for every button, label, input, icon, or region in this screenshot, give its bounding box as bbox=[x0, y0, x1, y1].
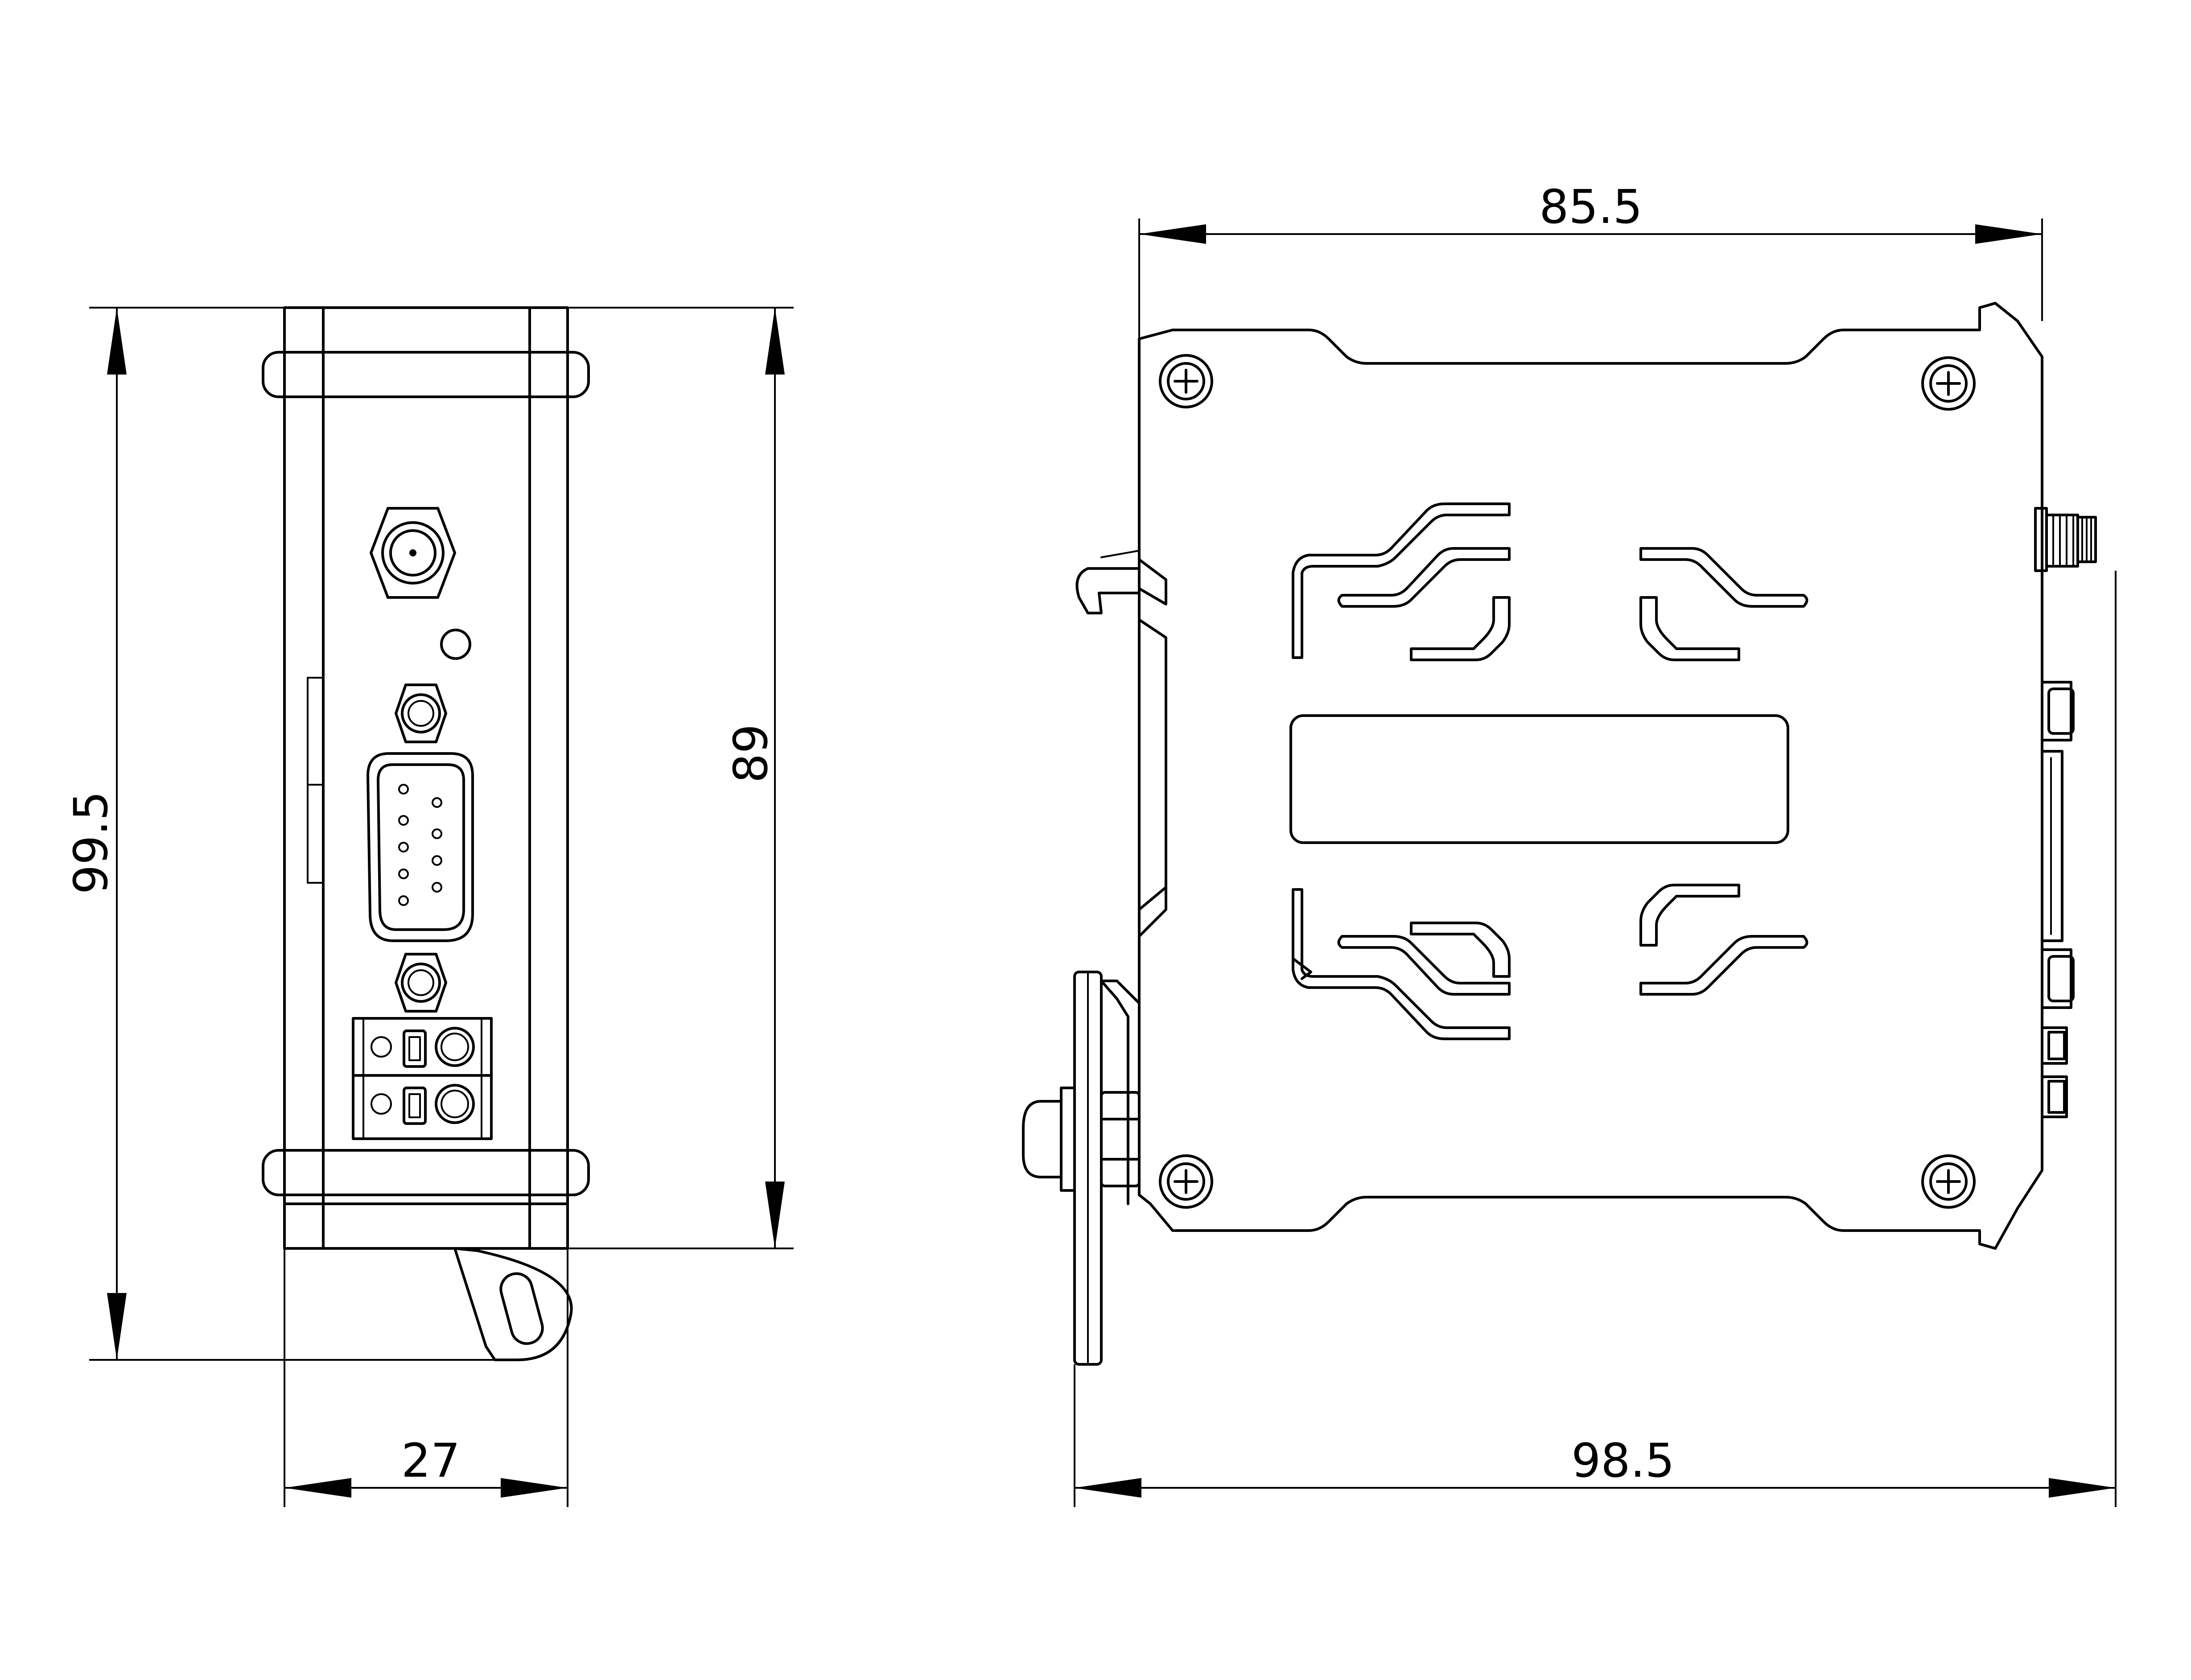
dimension-front-height-total: 99.5 bbox=[64, 307, 495, 1361]
side-antenna-connector-icon bbox=[2034, 507, 2097, 572]
mounting-bolt-icon bbox=[1022, 1087, 1141, 1192]
front-view bbox=[262, 306, 590, 1361]
side-standoff-bottom-icon bbox=[2041, 948, 2075, 1009]
dimension-label-99-5: 99.5 bbox=[64, 791, 118, 894]
side-view bbox=[1022, 302, 2097, 1366]
din-clip-icon bbox=[453, 1247, 573, 1361]
dimension-side-body-width: 85.5 bbox=[1138, 180, 2043, 357]
screw-top-left-icon bbox=[1159, 354, 1213, 408]
status-led-icon bbox=[440, 629, 471, 660]
dimension-label-27: 27 bbox=[401, 1433, 460, 1488]
side-terminal-icon bbox=[2041, 1026, 2068, 1118]
antenna-connector-icon bbox=[370, 507, 456, 599]
side-standoff-top-icon bbox=[2041, 681, 2075, 741]
screw-top-right-icon bbox=[1921, 356, 1976, 411]
din-rail-hook bbox=[1075, 549, 1167, 955]
side-plate-outline bbox=[1138, 302, 2043, 1250]
screw-bottom-left-icon bbox=[1159, 1154, 1213, 1209]
dimension-side-total-width: 98.5 bbox=[1074, 571, 2117, 1507]
dimension-label-98-5: 98.5 bbox=[1571, 1433, 1675, 1488]
dimension-label-85-5: 85.5 bbox=[1539, 180, 1643, 234]
din-bracket bbox=[1073, 971, 1141, 1366]
screw-bottom-right-icon bbox=[1921, 1154, 1976, 1209]
standoff-bottom-icon bbox=[395, 953, 447, 1013]
front-housing bbox=[262, 306, 590, 1250]
power-terminal-icon bbox=[352, 1017, 493, 1140]
dimension-front-height-body: 89 bbox=[568, 307, 794, 1249]
standoff-top-icon bbox=[395, 684, 447, 743]
side-serial-port-icon bbox=[2041, 750, 2063, 942]
dimension-front-width: 27 bbox=[284, 1248, 568, 1507]
serial-port-icon bbox=[367, 752, 474, 942]
ventilation-slots bbox=[1292, 502, 1808, 1040]
dimension-label-89: 89 bbox=[724, 724, 778, 783]
label-window bbox=[1289, 714, 1789, 844]
